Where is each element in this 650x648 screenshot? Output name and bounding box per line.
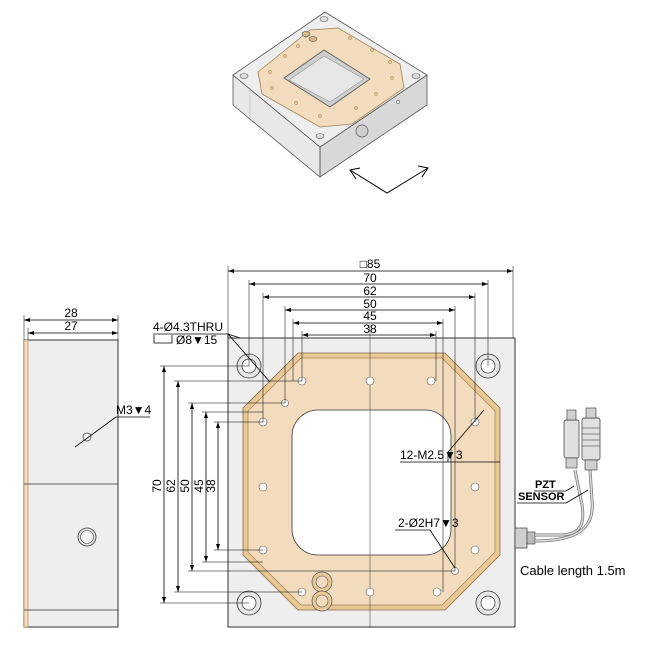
cable-length-caption: Cable length 1.5m (520, 563, 626, 578)
iso-opening-inner (288, 55, 365, 103)
top-center-opening (291, 409, 452, 556)
iso-pin-hole (308, 36, 318, 42)
iso-connector (355, 124, 369, 138)
side-dim-width: 28 (64, 306, 78, 320)
sensor-connector (581, 417, 601, 461)
dim-45: 45 (363, 309, 377, 323)
side-dim-width-inner: 27 (64, 319, 78, 333)
iso-corner-hole (315, 133, 325, 139)
iso-side-hole (396, 100, 400, 104)
side-tapped-hole (82, 432, 92, 442)
isometric-view (232, 11, 428, 178)
iso-corner-hole (319, 16, 329, 22)
vdim-50: 50 (178, 479, 192, 493)
thru-hole-callout: 4-Ø4.3THRU Ø8▼15 (153, 320, 271, 383)
side-connector-inner (80, 530, 94, 544)
dim-70: 70 (363, 271, 377, 285)
iso-corner-hole (411, 73, 421, 79)
pzt-connector (563, 419, 580, 459)
cable-gland (514, 527, 528, 549)
pzt-label: PZT (535, 479, 556, 491)
pin-holes-callout: 2-Ø2H7▼3 (395, 516, 459, 569)
side-body (23, 339, 119, 628)
vdim-62: 62 (164, 479, 178, 493)
sensor-label: SENSOR (518, 491, 565, 503)
vertical-dimensions: 70 62 50 45 38 (150, 365, 455, 604)
thru-hole-label: 4-Ø4.3THRU (153, 320, 223, 334)
cable-assembly: PZT SENSOR Cable length 1.5m (514, 407, 626, 578)
iso-pin-hole (301, 31, 311, 37)
vdim-45: 45 (192, 479, 206, 493)
dim-50: 50 (363, 297, 377, 311)
counterbore-label: Ø8▼15 (176, 333, 218, 347)
counterbore-symbol-icon (153, 335, 173, 344)
side-tap-callout: M3▼4 (116, 403, 152, 417)
dim-85: □85 (360, 257, 381, 271)
vdim-38: 38 (204, 479, 218, 493)
horizontal-dimensions: □85 70 62 50 45 38 (227, 257, 514, 592)
vdim-70: 70 (150, 479, 164, 493)
dim-62: 62 (363, 284, 377, 298)
two-headed-direction-arrow (349, 165, 429, 194)
side-stage-edge (23, 339, 29, 628)
side-view: 28 27 M3▼4 (23, 306, 152, 628)
dim-38: 38 (363, 322, 377, 336)
tapped-holes-label: 12-M2.5▼3 (400, 448, 463, 462)
tapped-holes-callout: 12-M2.5▼3 (400, 409, 500, 463)
pin-holes-label: 2-Ø2H7▼3 (398, 516, 459, 530)
iso-corner-hole (239, 73, 249, 79)
top-view: □85 70 62 50 45 38 (150, 257, 626, 628)
